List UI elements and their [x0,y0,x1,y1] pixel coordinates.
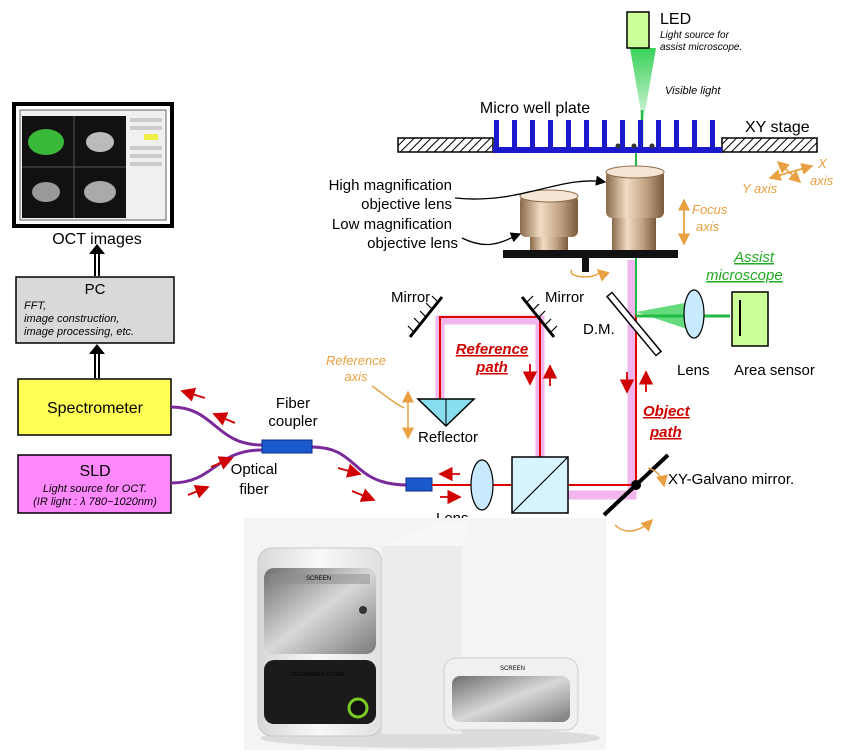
high-magnification-objective [605,165,665,252]
pc-box: PC FFT, image construction, image proces… [15,276,175,344]
focus-axis-label-1: Focus [692,202,728,217]
mirror-right-label: Mirror [545,289,584,306]
sld-line-2: (IR light : λ 780−1020nm) [33,496,157,508]
fiber-coupler-label-2: coupler [268,413,317,430]
reflector-label: Reflector [418,429,478,446]
high-mag-pointer [454,175,607,200]
spectrometer-label: Spectrometer [47,400,144,417]
dichroic-mirror-label: D.M. [583,321,615,338]
led-sub-1: Light source for [660,30,730,41]
monitor [12,102,174,228]
high-mag-label-2: objective lens [361,196,452,213]
xy-stage-right [721,137,818,153]
assist-label-1: Assist [733,249,775,266]
assist-lens [683,289,705,339]
object-path-label-2: path [649,424,682,441]
visible-light-beam [630,48,656,118]
fiber-coupler-label-1: Fiber [276,395,310,412]
beam-direction-arrows [438,364,654,505]
device-photo: SCREEN SCREEN CELL3IMAGER ESTIER [244,518,606,750]
assist-lens-label: Lens [677,362,710,379]
objective-turret [503,250,678,258]
pc-line-3: image processing, etc. [24,326,134,338]
collimator-lens [470,459,494,511]
y-axis-label: Y axis [742,181,778,196]
object-path-label-1: Object [643,403,691,420]
reference-path-label-1: Reference [456,341,529,358]
visible-light-label: Visible light [665,85,721,97]
fiber-arrows [180,387,376,502]
fiber-coupler [261,439,313,454]
xy-axis-arrows [768,160,814,184]
area-sensor [731,291,769,347]
micro-well-plate [493,120,722,153]
low-mag-pointer [461,232,522,246]
sld-line-1: Light source for OCT. [43,483,147,495]
reference-axis-label-2: axis [344,369,368,384]
low-mag-label-2: objective lens [367,235,458,252]
high-mag-label-1: High magnification [329,177,452,194]
led-label: LED [660,11,691,28]
optical-fiber-label-1: Optical [231,461,278,478]
fiber-collimator [405,477,433,492]
assist-label-2: microscope [706,267,783,284]
pc-title: PC [85,281,106,298]
focus-axis-label-2: axis [696,219,720,234]
xy-stage-left [397,137,494,153]
reference-path-label-2: path [475,359,508,376]
sld-title: SLD [79,463,110,480]
x-axis-label-2: axis [810,173,834,188]
oct-images-label: OCT images [52,231,142,248]
xy-galvano-label: XY-Galvano mirror. [668,471,794,488]
reference-axis-label-1: Reference [326,353,386,368]
pc-line-1: FFT, [24,300,46,312]
low-magnification-objective [519,189,579,251]
low-mag-label-1: Low magnification [332,216,452,233]
xy-stage-label: XY stage [745,119,810,136]
area-sensor-label: Area sensor [734,362,815,379]
led-sub-2: assist microscope. [660,42,742,53]
spectrometer-box: Spectrometer [17,378,172,436]
pc-line-2: image construction, [24,313,119,325]
object-path-beam [432,262,637,486]
device-brand: SCREEN [306,576,331,582]
mirror-left-label: Mirror [391,289,430,306]
mirror-right [520,295,558,338]
mirror-left [407,295,444,338]
sld-box: SLD Light source for OCT. (IR light : λ … [17,454,172,514]
optical-fiber-label-2: fiber [239,481,268,498]
device-side-brand: SCREEN [500,666,525,672]
micro-well-plate-label: Micro well plate [480,100,590,117]
x-axis-label-1: X [817,156,828,171]
device-model: CELL3IMAGER ESTIER [290,672,345,678]
led [626,11,650,49]
